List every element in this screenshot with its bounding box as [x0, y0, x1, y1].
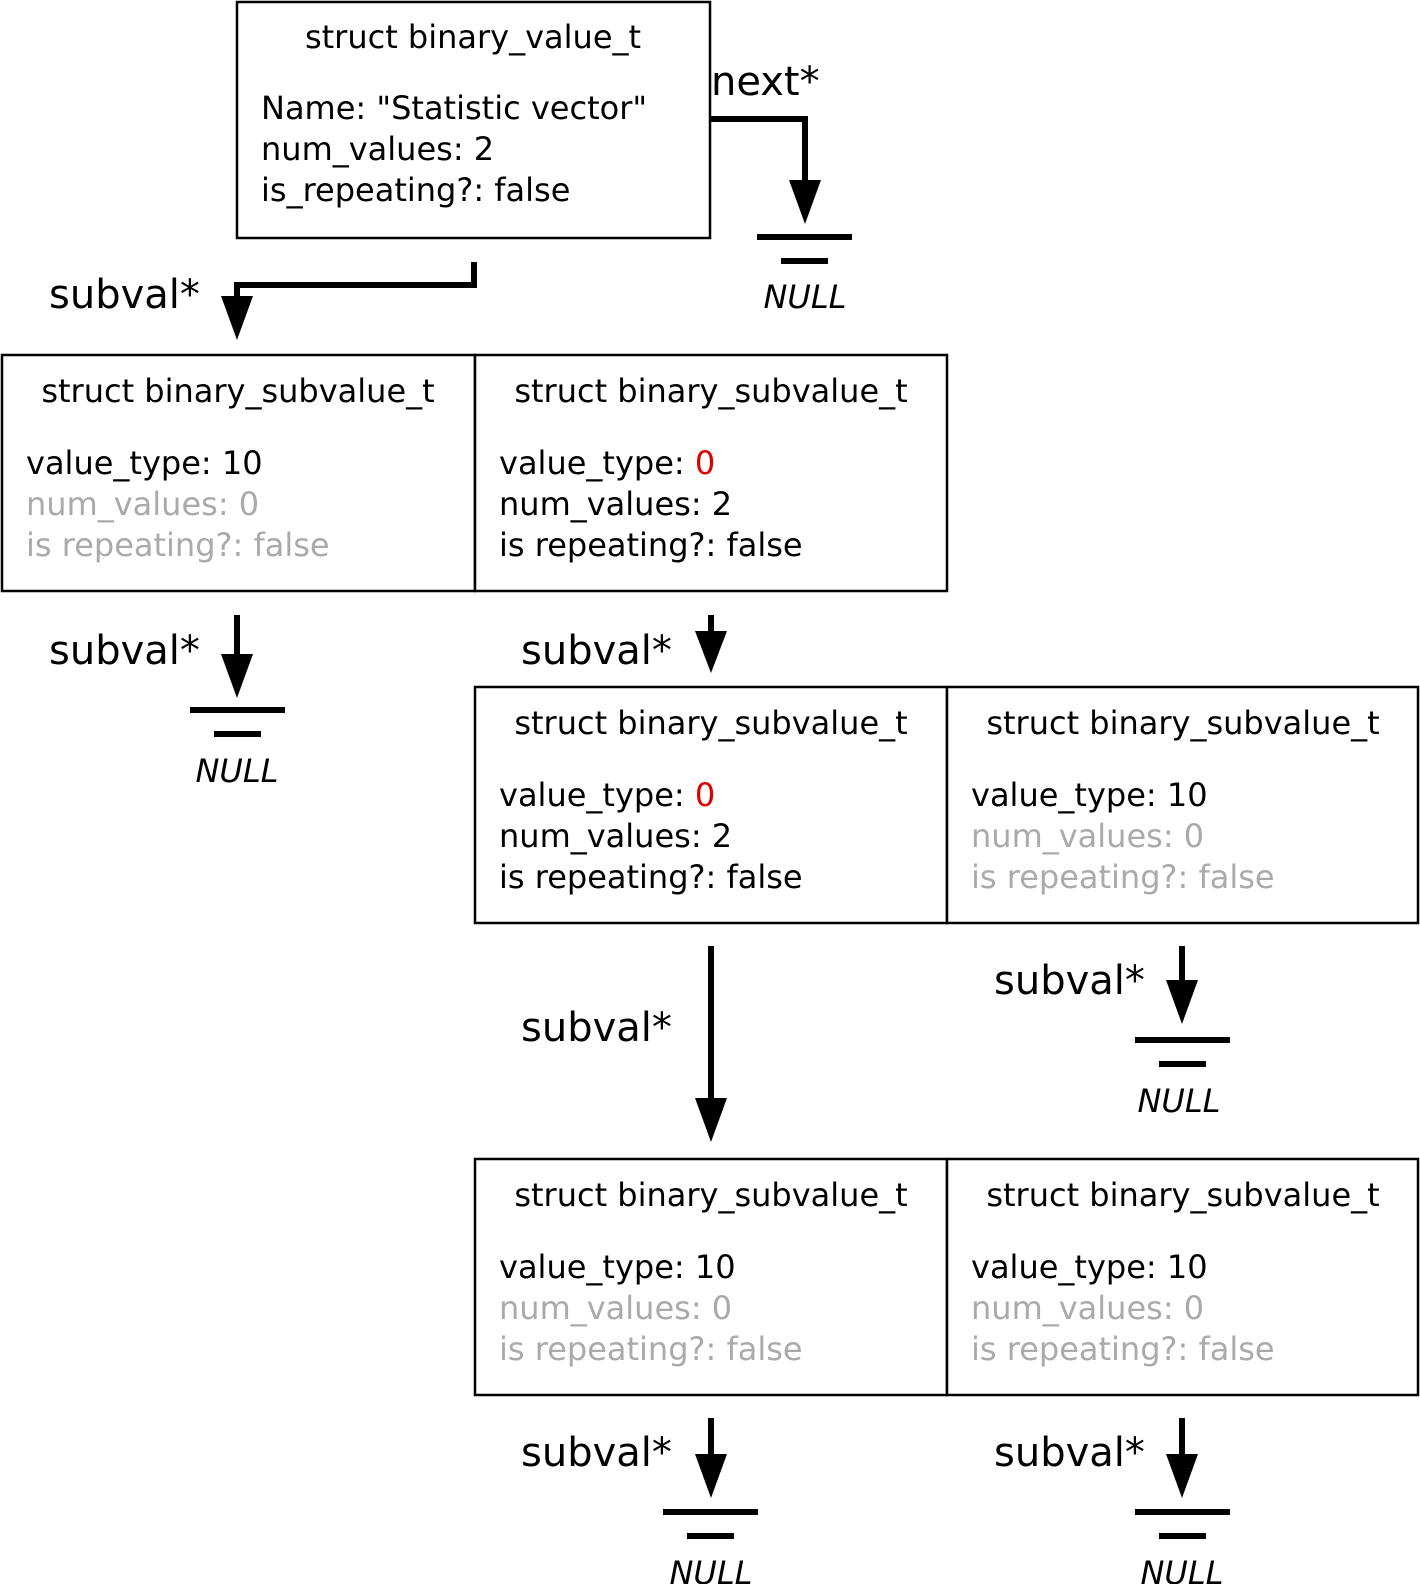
- subval-pointer-label: subval*: [521, 628, 672, 674]
- root-repeating-field: is_repeating?: false: [261, 171, 570, 209]
- null-terminator-label: NULL: [1140, 1554, 1223, 1584]
- subval-pointer-label: subval*: [994, 958, 1145, 1004]
- next-pointer-line: [710, 116, 808, 186]
- root-subval-pointer: subval*: [49, 262, 477, 340]
- subval-pointer-line: [234, 262, 477, 301]
- subvalue-num-values-field: num_values: 0: [26, 485, 259, 523]
- subvalue-2-child-pointer: subval*: [521, 615, 727, 674]
- subvalue-num-values-field: num_values: 0: [971, 817, 1204, 855]
- subvalue-box: [473, 1157, 949, 1397]
- subval-pointer-arrowhead: [695, 1098, 727, 1142]
- subval-pointer-label: subval*: [49, 628, 200, 674]
- next-pointer-arrowhead: [789, 180, 821, 224]
- subval-pointer-label: subval*: [994, 1430, 1145, 1476]
- subval-pointer-arrowhead: [695, 631, 727, 673]
- subvalue-row-3: struct binary_subvalue_t value_type: 10 …: [473, 1157, 1420, 1397]
- subvalue-num-values-field: num_values: 0: [971, 1289, 1204, 1327]
- subvalue-value-type-field: value_type: 10: [971, 1248, 1208, 1286]
- subval-pointer-arrowhead: [1166, 1454, 1198, 1498]
- subvalue-value-type-field: value_type: 0: [499, 776, 715, 814]
- subvalue-3-child-pointer: subval*: [521, 946, 727, 1142]
- subvalue-value-type-field: value_type: 10: [499, 1248, 736, 1286]
- subvalue-title: struct binary_subvalue_t: [514, 372, 907, 410]
- subvalue-4-null-pointer: subval* NULL: [994, 946, 1230, 1120]
- subvalue-box: [945, 685, 1420, 925]
- next-pointer-label: next*: [711, 59, 820, 105]
- root-struct: struct binary_value_t Name: "Statistic v…: [235, 0, 712, 240]
- subval-pointer-arrowhead: [1166, 980, 1198, 1024]
- root-next-pointer: next* NULL: [710, 59, 852, 316]
- subvalue-box: [945, 1157, 1420, 1397]
- subvalue-box: [0, 353, 477, 593]
- subvalue-num-values-field: num_values: 2: [499, 817, 732, 855]
- subvalue-row-1: struct binary_subvalue_t value_type: 10 …: [0, 353, 949, 593]
- subvalue-box: [473, 685, 949, 925]
- subvalue-box: [473, 353, 949, 593]
- subvalue-title: struct binary_subvalue_t: [986, 1176, 1379, 1214]
- subvalue-title: struct binary_subvalue_t: [514, 1176, 907, 1214]
- null-terminator-label: NULL: [763, 278, 846, 316]
- subvalue-row-2: struct binary_subvalue_t value_type: 0 n…: [473, 685, 1420, 925]
- subvalue-title: struct binary_subvalue_t: [41, 372, 434, 410]
- subvalue-1-null-pointer: subval* NULL: [49, 615, 285, 790]
- subvalue-repeating-field: is repeating?: false: [499, 1330, 803, 1368]
- root-struct-box: [235, 0, 712, 240]
- subvalue-repeating-field: is repeating?: false: [971, 858, 1275, 896]
- root-num-values-field: num_values: 2: [261, 130, 494, 168]
- subvalue-value-type-field: value_type: 10: [26, 444, 263, 482]
- subvalue-title: struct binary_subvalue_t: [986, 704, 1379, 742]
- subvalue-num-values-field: num_values: 0: [499, 1289, 732, 1327]
- subval-pointer-arrowhead: [221, 296, 253, 340]
- subvalue-title: struct binary_subvalue_t: [514, 704, 907, 742]
- subval-pointer-arrowhead: [221, 654, 253, 698]
- subvalue-5-null-pointer: subval* NULL: [521, 1418, 758, 1584]
- subvalue-repeating-field: is repeating?: false: [971, 1330, 1275, 1368]
- subvalue-repeating-field: is repeating?: false: [499, 526, 803, 564]
- root-name-field: Name: "Statistic vector": [261, 89, 647, 127]
- null-terminator-label: NULL: [1137, 1082, 1220, 1120]
- subval-pointer-label: subval*: [49, 272, 200, 318]
- subval-pointer-arrowhead: [695, 1454, 727, 1498]
- subvalue-value-type-field: value_type: 0: [499, 444, 715, 482]
- null-terminator-label: NULL: [195, 752, 278, 790]
- subval-pointer-label: subval*: [521, 1430, 672, 1476]
- root-struct-title: struct binary_value_t: [305, 18, 641, 56]
- subvalue-value-type-field: value_type: 10: [971, 776, 1208, 814]
- subvalue-num-values-field: num_values: 2: [499, 485, 732, 523]
- subvalue-6-null-pointer: subval* NULL: [994, 1418, 1230, 1584]
- subval-pointer-label: subval*: [521, 1005, 672, 1051]
- null-terminator-label: NULL: [669, 1554, 752, 1584]
- subvalue-repeating-field: is repeating?: false: [26, 526, 330, 564]
- subvalue-repeating-field: is repeating?: false: [499, 858, 803, 896]
